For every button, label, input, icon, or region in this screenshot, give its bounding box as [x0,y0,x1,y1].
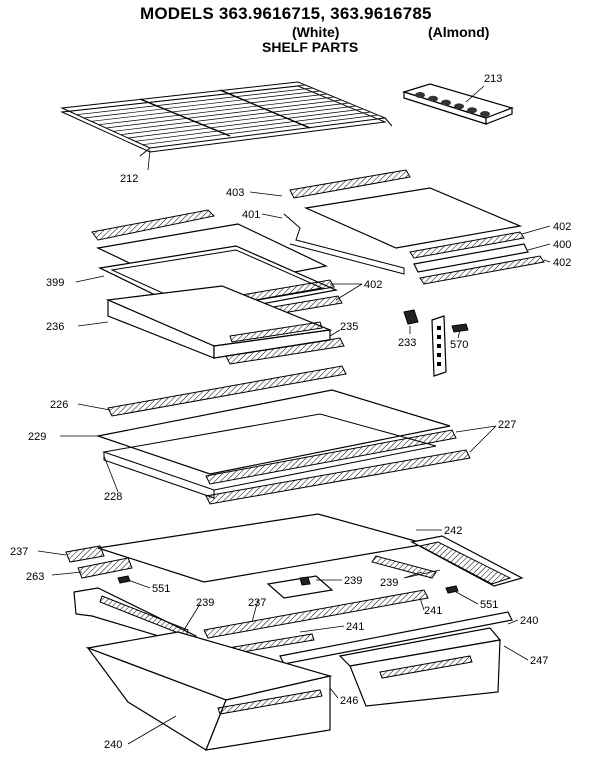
callout-241-right: 241 [424,605,442,617]
part-227-strip-2 [205,449,471,505]
part-239-center-clip [266,575,334,599]
part-551-screw-right [445,585,459,594]
callout-236: 236 [46,321,64,333]
part-240-crisper-right [338,627,502,707]
part-240-crisper-left [85,631,333,751]
callout-240-right: 240 [520,615,538,627]
callout-240-left: 240 [104,739,122,751]
callout-239-center: 239 [344,575,362,587]
part-239-slide-small [371,555,437,579]
callout-242: 242 [444,525,462,537]
part-bracket-rail [431,315,447,377]
callout-263: 263 [26,571,44,583]
callout-403: 403 [226,187,244,199]
callout-213: 213 [484,73,502,85]
diagram-title: MODELS 363.9616715, 363.9616785 [140,4,432,23]
callout-226: 226 [50,399,68,411]
part-551-screw-left [117,575,131,584]
part-400-strip-right [413,243,529,273]
part-402-strip-right-upper [409,231,525,259]
part-403-trim-right [289,169,411,199]
part-slide-rail-right [410,535,524,587]
part-229-glass [95,389,451,475]
callout-399: 399 [46,277,64,289]
callout-237-left: 237 [10,546,28,558]
part-233-clip [403,309,419,325]
callout-551-left: 551 [152,583,170,595]
variant-almond-label: (Almond) [428,24,490,40]
callout-570: 570 [450,339,468,351]
callout-239-right: 239 [380,577,398,589]
diagram-subtitle: SHELF PARTS [262,39,359,55]
callout-402-left: 402 [364,279,382,291]
callout-labels: 213 212 403 401 402 400 402 399 402 236 … [10,73,571,751]
variant-white-label: (White) [292,24,340,40]
callout-401: 401 [242,209,260,221]
part-slide-rail-left [73,587,197,647]
part-401-glass-right [283,187,523,275]
part-241-strip-right [279,611,513,665]
callout-551-right: 551 [480,599,498,611]
part-402-strip-right-lower [419,255,545,285]
callout-402-right-upper: 402 [553,221,571,233]
callout-239-left: 239 [196,597,214,609]
callout-402-right-lower: 402 [553,257,571,269]
callout-233: 233 [398,337,416,349]
part-237-center-rail [203,589,429,639]
part-227-strip-1 [205,429,457,485]
part-242-glass [97,513,427,583]
callout-228: 228 [104,491,122,503]
part-263-rail [77,557,133,579]
callout-227: 227 [498,419,516,431]
part-235-trim [225,337,345,365]
part-212-wire-shelf [60,81,393,157]
part-213-tray [401,83,514,125]
callout-246: 246 [340,695,358,707]
callout-241-left: 241 [346,621,364,633]
callout-235: 235 [340,321,358,333]
part-237-bracket-left [65,545,105,563]
callout-229: 229 [28,431,46,443]
callout-237-center: 237 [248,597,266,609]
callout-247: 247 [530,655,548,667]
part-236-drawer [105,285,333,359]
leader-lines [37,85,551,745]
part-226-trim [107,365,347,417]
part-570-screw [451,323,469,333]
part-403-trim-left [91,209,216,241]
callout-212: 212 [120,173,138,185]
callout-400: 400 [553,239,571,251]
